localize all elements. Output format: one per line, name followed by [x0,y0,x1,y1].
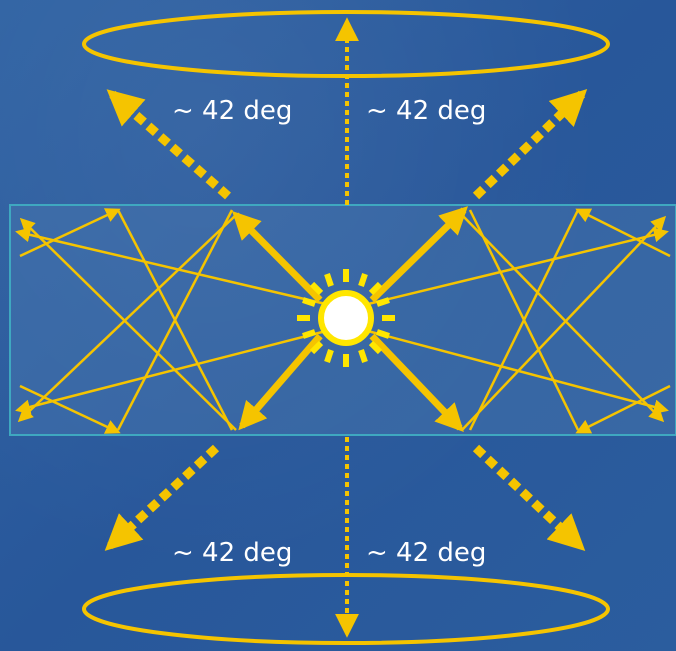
angle-label-upper-left: ~ 42 deg [172,96,293,126]
escape-arrow-upper-right [472,89,588,200]
main-ray-lower-right [369,333,464,433]
main-ray-upper-right [369,206,469,303]
angle-label-lower-left: ~ 42 deg [172,538,293,568]
angle-label-upper-right: ~ 42 deg [366,96,487,126]
angle-label-lower-right: ~ 42 deg [366,538,487,568]
main-ray-lower-left [238,333,323,431]
escape-arrow-lower-left [104,444,220,551]
right-reflected-rays [363,208,671,434]
escape-arrow-upper-left [106,89,231,200]
main-ray-upper-left [232,211,323,303]
escape-arrow-lower-right [472,444,586,551]
light-source-core [318,290,374,346]
left-reflected-rays [15,208,331,434]
light-source [297,269,395,367]
